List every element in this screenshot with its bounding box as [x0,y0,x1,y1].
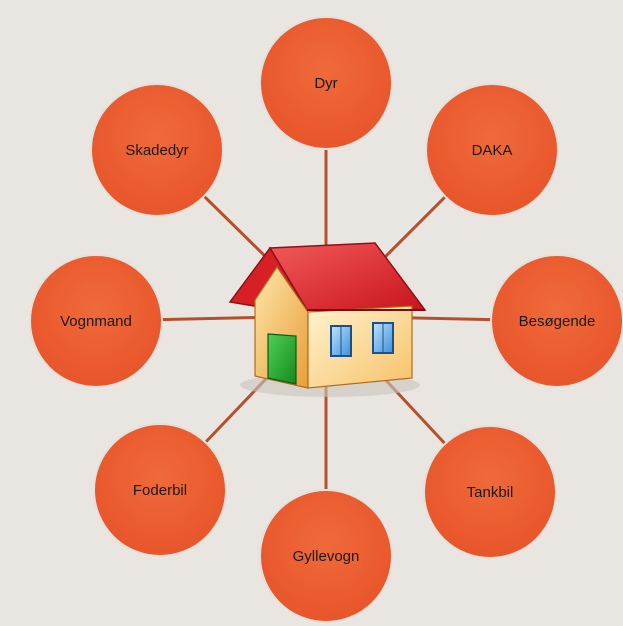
node-circle-vognmand [29,254,163,388]
node-dyr: Dyr [259,16,393,150]
node-label-vognmand: Vognmand [60,313,132,330]
node-vognmand: Vognmand [29,254,163,388]
node-circle-besogende [490,254,623,388]
node-label-besogende: Besøgende [519,313,596,330]
node-label-gyllevogn: Gyllevogn [293,548,360,565]
node-gyllevogn: Gyllevogn [259,489,393,623]
node-foderbil: Foderbil [93,423,227,557]
node-label-tankbil: Tankbil [467,484,514,501]
house-icon [228,242,427,397]
node-circle-daka [425,83,559,217]
node-skadedyr: Skadedyr [90,83,224,217]
node-tankbil: Tankbil [423,425,557,559]
node-label-dyr: Dyr [314,75,337,92]
node-circle-tankbil [423,425,557,559]
node-circle-gyllevogn [259,489,393,623]
node-besogende: Besøgende [490,254,623,388]
node-circle-skadedyr [90,83,224,217]
node-label-daka: DAKA [472,142,513,159]
node-daka: DAKA [425,83,559,217]
node-label-foderbil: Foderbil [133,482,187,499]
node-circle-dyr [259,16,393,150]
node-label-skadedyr: Skadedyr [125,142,188,159]
node-circle-foderbil [93,423,227,557]
